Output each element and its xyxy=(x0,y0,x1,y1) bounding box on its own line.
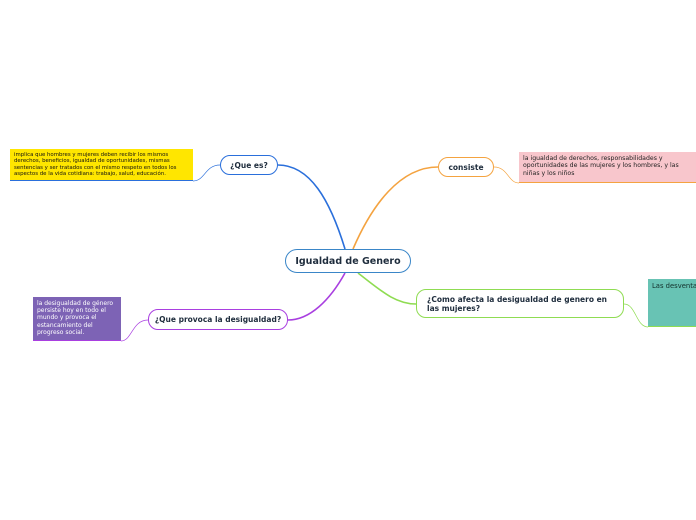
note-como-afecta[interactable]: Las desventajas en educación se traducen… xyxy=(648,279,696,327)
note-que-provoca[interactable]: la desigualdad de género persiste hoy en… xyxy=(33,297,121,341)
connector-note-consiste xyxy=(493,166,520,184)
topic-que-es[interactable]: ¿Que es? xyxy=(220,155,278,175)
connector-note-afecta xyxy=(623,303,649,328)
central-topic[interactable]: Igualdad de Genero xyxy=(285,249,411,273)
topic-consiste[interactable]: consiste xyxy=(438,157,494,177)
topic-que-provoca[interactable]: ¿Que provoca la desigualdad? xyxy=(148,309,288,330)
connector-que-es xyxy=(277,164,346,250)
note-que-es[interactable]: implica que hombres y mujeres deben reci… xyxy=(10,149,193,181)
topic-como-afecta[interactable]: ¿Como afecta la desigualdad de genero en… xyxy=(416,289,624,318)
connector-consiste xyxy=(352,166,439,250)
note-consiste[interactable]: la igualdad de derechos, responsabilidad… xyxy=(519,152,696,183)
connector-afecta xyxy=(357,272,417,305)
connector-provoca xyxy=(287,272,346,321)
connector-note-provoca xyxy=(120,319,149,342)
connector-note-que-es xyxy=(192,164,221,182)
